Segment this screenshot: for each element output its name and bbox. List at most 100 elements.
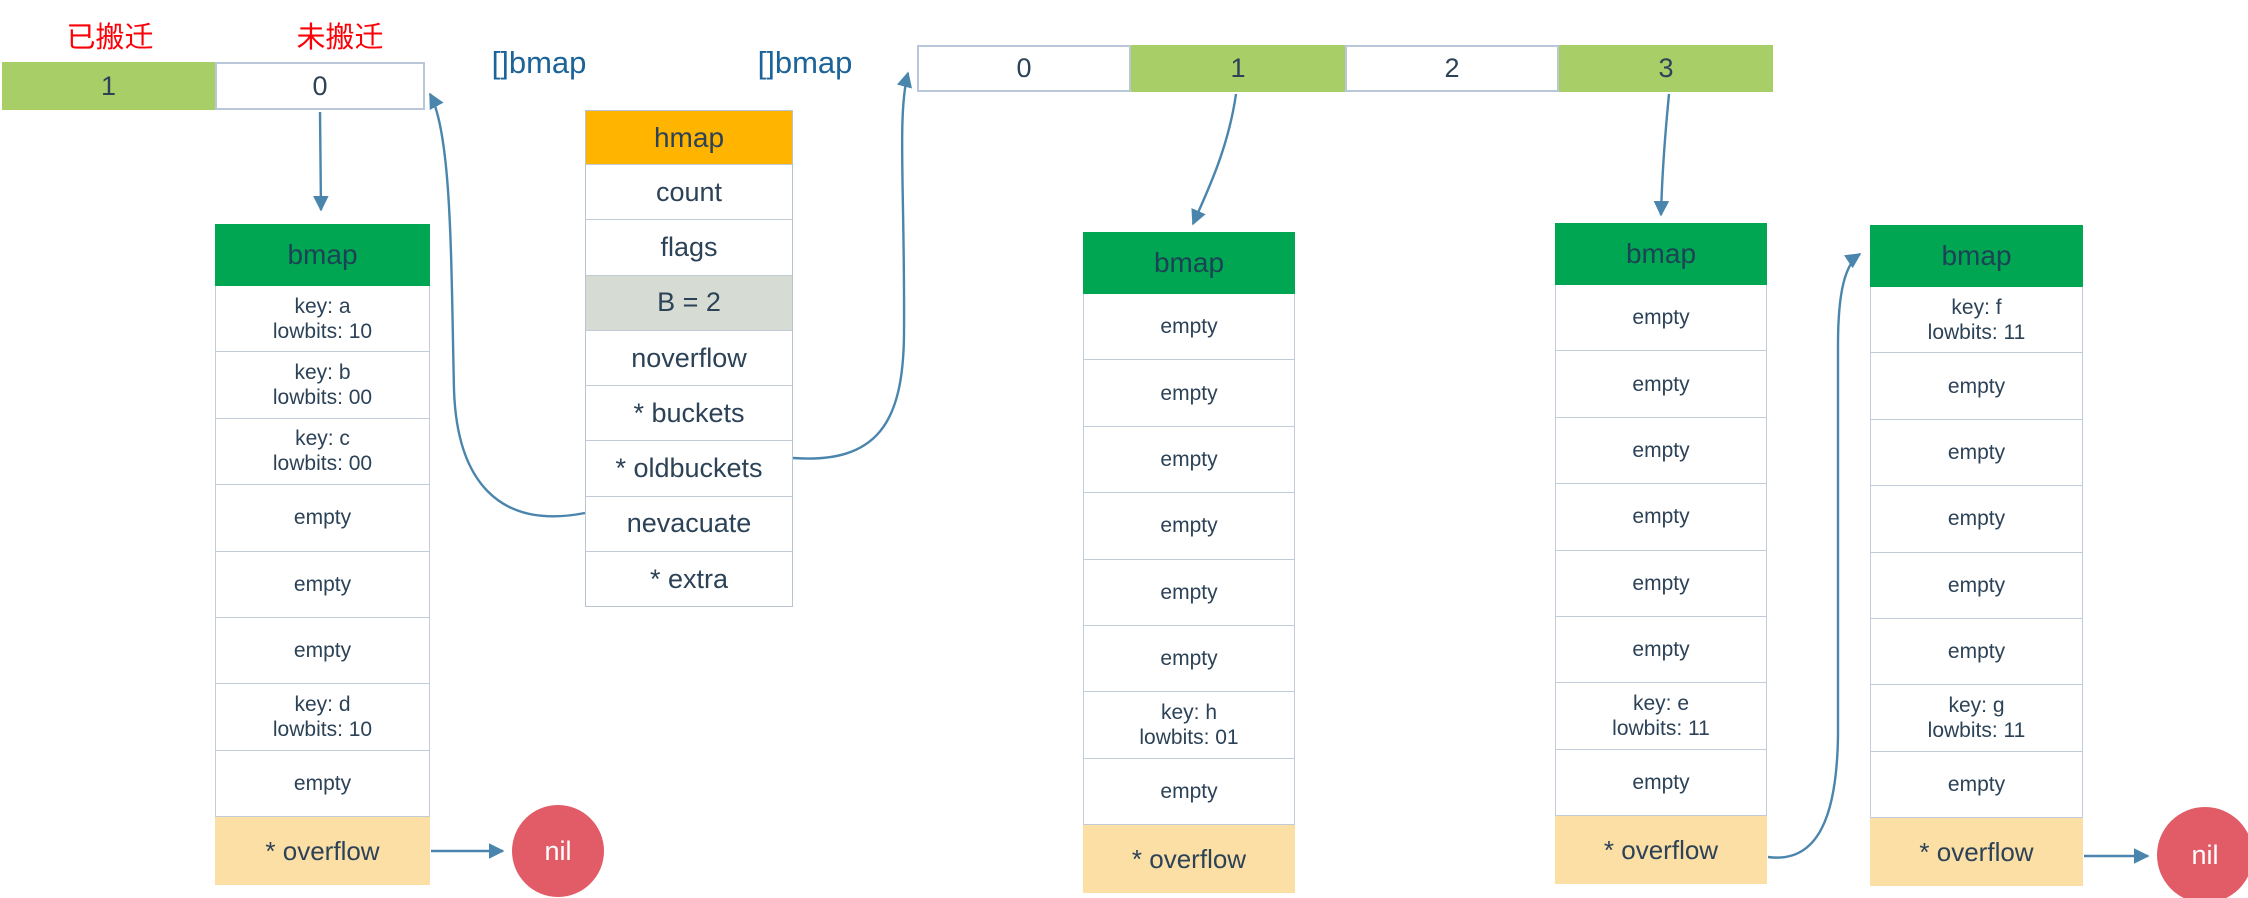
hmap-field-b: B = 2 [586,274,792,330]
bmap3-slot-1: empty [1555,351,1767,418]
slot-key: key: b [294,361,351,385]
bmap-struct-3: bmap empty empty empty empty empty empty… [1555,223,1767,885]
bmap1-slot-5: empty [215,617,430,685]
bmap1-header: bmap [215,224,430,286]
slot-lowbits: lowbits: 10 [272,718,373,742]
slot-key: key: a [294,294,351,318]
bmap2-header: bmap [1083,232,1295,294]
slot-empty: empty [1947,573,2006,597]
slot-empty: empty [1160,315,1218,339]
slice-label-oldbuckets: []bmap [491,45,587,80]
slot-lowbits: lowbits: 00 [272,386,373,410]
bmap4-slot-5: empty [1870,618,2083,686]
hmap-field-oldbuckets: * oldbuckets [586,440,792,496]
slot-lowbits: lowbits: 11 [1927,719,2026,743]
bmap4-slot-4: empty [1870,552,2083,619]
slot-empty: empty [1160,580,1218,604]
slot-key: key: c [295,427,350,451]
slot-empty: empty [1632,306,1690,330]
arrow-bar-cell3-to-bmap3 [1653,93,1671,217]
slot-empty: empty [293,771,352,795]
buckets-cell-3: 3 [1559,45,1773,92]
nil-node-1: nil [512,805,604,897]
arrow-bar-cell1-to-bmap2 [1191,93,1238,226]
arrow-oldbuckets-field-to-oldbar [428,92,586,518]
bmap2-slot-2: empty [1083,426,1295,494]
slot-key: key: h [1160,701,1218,725]
bmap2-overflow-pointer: * overflow [1083,825,1295,894]
slot-empty: empty [293,506,352,530]
slot-lowbits: lowbits: 11 [1612,717,1710,741]
slot-key: key: e [1632,692,1690,716]
bmap3-slot-0: empty [1555,285,1767,352]
buckets-cell-2: 2 [1345,45,1559,92]
hmap-field-buckets: * buckets [586,385,792,441]
oldbuckets-cell-evacuated: 1 [2,62,215,110]
bmap4-header: bmap [1870,225,2083,287]
bmap4-slot-3: empty [1870,486,2083,553]
bmap2-slot-3: empty [1083,493,1295,560]
bmap4-overflow-pointer: * overflow [1870,818,2083,887]
bmap1-slot-0: key: a lowbits: 10 [215,286,430,353]
slot-empty: empty [1632,505,1690,529]
slot-empty: empty [1632,571,1690,595]
bmap3-slot-6: key: e lowbits: 11 [1555,683,1767,750]
nil-node-2: nil [2157,807,2248,898]
bmap3-slot-5: empty [1555,616,1767,684]
bmap3-overflow-pointer: * overflow [1555,816,1767,885]
bmap1-slot-3: empty [215,485,430,552]
slot-empty: empty [1160,381,1218,405]
slot-lowbits: lowbits: 00 [272,452,373,476]
slot-key: key: f [1951,295,2002,319]
slot-empty: empty [1947,440,2006,464]
hmap-field-nevacuate: nevacuate [586,495,792,552]
bmap1-overflow-pointer: * overflow [215,817,430,886]
hmap-field-flags: flags [586,219,792,275]
bmap2-slot-6: key: h lowbits: 01 [1083,692,1295,759]
oldbuckets-array-bar: 1 0 [2,62,425,110]
slot-empty: empty [293,639,352,663]
slot-empty: empty [1632,438,1690,462]
bmap-struct-2: bmap empty empty empty empty empty empty… [1083,232,1295,894]
slot-key: key: g [1948,694,2005,718]
slot-lowbits: lowbits: 01 [1139,726,1239,750]
buckets-cell-1: 1 [1131,45,1345,92]
bmap3-header: bmap [1555,223,1767,285]
slot-empty: empty [1947,640,2006,664]
bmap1-slot-1: key: b lowbits: 00 [215,352,430,419]
bmap4-slot-0: key: f lowbits: 11 [1870,287,2083,354]
bmap2-slot-5: empty [1083,625,1295,693]
bmap4-slot-2: empty [1870,419,2083,487]
slot-empty: empty [1947,507,2006,531]
hmap-field-extra: * extra [586,551,792,607]
bmap1-slot-7: empty [215,750,430,818]
slot-lowbits: lowbits: 11 [1927,320,2026,344]
buckets-array-bar: 0 1 2 3 [917,45,1773,92]
slot-empty: empty [1632,372,1690,396]
bmap4-slot-6: key: g lowbits: 11 [1870,685,2083,752]
slot-empty: empty [293,572,352,596]
slot-key: key: d [294,693,351,717]
oldbuckets-cell-pending: 0 [215,62,425,110]
slot-empty: empty [1160,514,1218,538]
bmap3-slot-7: empty [1555,749,1767,817]
label-not-evacuated: 未搬迁 [296,22,384,54]
slot-empty: empty [1160,779,1218,803]
bmap2-slot-0: empty [1083,294,1295,361]
bmap2-slot-7: empty [1083,758,1295,826]
slice-label-buckets: []bmap [757,45,853,80]
bmap-struct-4: bmap key: f lowbits: 11 empty empty empt… [1870,225,2083,887]
slot-empty: empty [1632,638,1690,662]
slot-empty: empty [1632,770,1690,794]
hmap-struct: hmap count flags B = 2 noverflow * bucke… [585,110,793,608]
arrow-oldbar-cell0-to-bmap1 [313,111,329,212]
hmap-field-count: count [586,164,792,220]
slot-lowbits: lowbits: 10 [272,319,373,343]
label-evacuated: 已搬迁 [66,22,154,54]
slot-empty: empty [1160,447,1218,471]
bmap1-slot-4: empty [215,551,430,618]
bmap2-slot-1: empty [1083,360,1295,427]
hmap-header: hmap [586,111,792,164]
bmap4-slot-1: empty [1870,353,2083,420]
